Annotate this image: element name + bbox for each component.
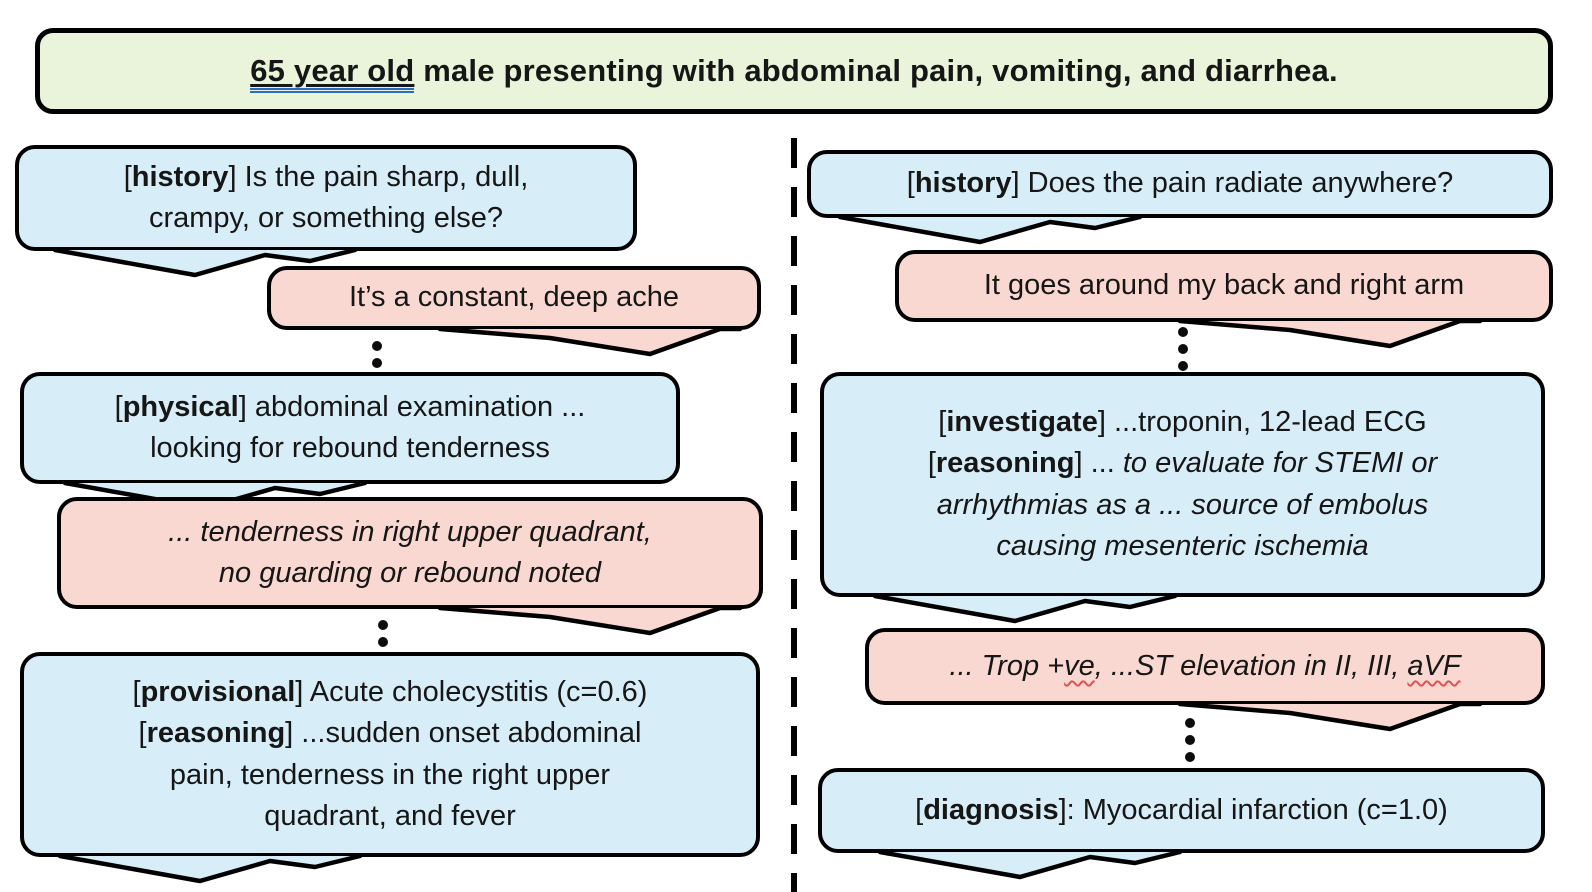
ellipsis-dot <box>1178 361 1188 371</box>
speech-tail <box>872 593 1178 624</box>
speech-tail <box>437 605 743 636</box>
bracket-open: [ <box>915 793 924 826</box>
bubble-text: ... <box>1090 447 1123 480</box>
speech-tail <box>1177 701 1483 732</box>
bubble-text: Is the pain sharp, dull, <box>244 160 529 193</box>
bracket-close: ] <box>238 390 255 423</box>
bubble-right-final-diagnosis: [diagnosis]: Myocardial infarction (c=1.… <box>818 768 1545 853</box>
continuation-ellipsis <box>1178 327 1188 371</box>
case-banner-text: 65 year old male presenting with abdomin… <box>250 53 1338 93</box>
bubble-text: abdominal examination ... <box>254 390 586 423</box>
action-tag-investigate: investigate <box>946 406 1098 439</box>
bracket-close: ] <box>228 160 245 193</box>
bracket-close-colon: ]: <box>1058 793 1083 826</box>
bubble-left-physical-exam: [physical] abdominal examination ... loo… <box>20 372 680 484</box>
bubble-line: [history] Is the pain sharp, dull, <box>124 157 529 198</box>
bracket-close: ] <box>295 676 310 709</box>
bubble-right-results: ... Trop +ve, ...ST elevation in II, III… <box>865 628 1545 705</box>
bracket-close: ] <box>1097 406 1114 439</box>
bracket-open: [ <box>927 447 936 480</box>
bubble-text-italic: arrhythmias as a ... source of embolus <box>936 488 1429 521</box>
action-tag-history: history <box>914 167 1012 200</box>
bracket-open: [ <box>938 406 947 439</box>
ellipsis-dot <box>378 637 388 647</box>
bubble-left-provisional-diagnosis: [provisional] Acute cholecystitis (c=0.6… <box>20 652 760 857</box>
ellipsis-dot <box>1185 718 1195 728</box>
case-description: male presenting with abdominal pain, vom… <box>414 53 1338 88</box>
action-tag-physical: physical <box>122 390 239 423</box>
bubble-text: It goes around my back and right arm <box>983 269 1465 302</box>
bubble-right-patient-answer: It goes around my back and right arm <box>895 250 1553 322</box>
speech-tail <box>57 853 363 884</box>
action-tag-diagnosis: diagnosis <box>923 793 1059 826</box>
ellipsis-dot <box>372 358 382 368</box>
bracket-open: [ <box>114 390 123 423</box>
continuation-ellipsis <box>378 620 388 647</box>
continuation-ellipsis <box>372 341 382 368</box>
case-age-highlight: 65 year old <box>250 53 415 93</box>
bubble-text: Acute cholecystitis (c=0.6) <box>309 676 648 709</box>
speech-tail <box>437 326 743 357</box>
bubble-text: pain, tenderness in the right upper <box>169 758 611 791</box>
action-tag-history: history <box>131 160 229 193</box>
bracket-close: ] <box>1011 167 1028 200</box>
speech-tail <box>837 214 1143 245</box>
bracket-open: [ <box>138 717 147 750</box>
ellipsis-dot <box>1178 344 1188 354</box>
bubble-text: ... tenderness in right upper quadrant, <box>168 515 652 548</box>
bracket-open: [ <box>132 676 141 709</box>
bubble-text-italic: ... Trop + <box>949 649 1065 682</box>
bubble-left-history-question: [history] Is the pain sharp, dull, cramp… <box>15 145 637 251</box>
bracket-close: ] <box>1074 447 1091 480</box>
bubble-text: Does the pain radiate anywhere? <box>1027 167 1454 200</box>
bubble-text: crampy, or something else? <box>148 202 504 234</box>
bubble-line: [reasoning] ...sudden onset abdominal <box>139 713 642 754</box>
bubble-text: Myocardial infarction (c=1.0) <box>1082 793 1448 826</box>
speech-tail <box>1177 318 1483 349</box>
bubble-right-history-question: [history] Does the pain radiate anywhere… <box>807 150 1553 218</box>
bubble-text-italic: to evaluate for STEMI or <box>1122 447 1438 480</box>
ellipsis-dot <box>378 620 388 630</box>
ellipsis-dot <box>1185 735 1195 745</box>
dashed-divider <box>791 138 797 892</box>
bubble-line: [diagnosis]: Myocardial infarction (c=1.… <box>915 790 1448 831</box>
bubble-line: ... Trop +ve, ...ST elevation in II, III… <box>949 646 1460 687</box>
bubble-text-italic: , ...ST elevation in II, III, <box>1094 649 1408 682</box>
ellipsis-dot <box>1178 327 1188 337</box>
bubble-text-italic: causing mesenteric ischemia <box>996 529 1369 562</box>
bracket-open: [ <box>906 167 915 200</box>
spellcheck-flagged-text: ve <box>1064 649 1095 682</box>
bracket-close: ] <box>285 717 302 750</box>
bubble-line: [reasoning] ... to evaluate for STEMI or <box>928 443 1437 484</box>
bubble-line: [investigate] ...troponin, 12-lead ECG <box>938 402 1426 443</box>
case-banner: 65 year old male presenting with abdomin… <box>35 28 1553 114</box>
bubble-text: no guarding or rebound noted <box>218 557 602 589</box>
bubble-text: ...troponin, 12-lead ECG <box>1113 406 1427 439</box>
action-tag-provisional: provisional <box>140 676 296 709</box>
bubble-left-exam-findings: ... tenderness in right upper quadrant, … <box>57 497 763 609</box>
bubble-text: ...sudden onset abdominal <box>301 717 642 750</box>
ellipsis-dot <box>1185 752 1195 762</box>
bubble-right-investigate: [investigate] ...troponin, 12-lead ECG [… <box>820 372 1545 597</box>
bracket-open: [ <box>123 160 132 193</box>
bubble-left-patient-answer-1: It’s a constant, deep ache <box>267 266 761 330</box>
bubble-line: [history] Does the pain radiate anywhere… <box>907 163 1454 204</box>
bubble-line: [provisional] Acute cholecystitis (c=0.6… <box>133 672 648 713</box>
bubble-text: looking for rebound tenderness <box>150 432 550 464</box>
action-tag-reasoning: reasoning <box>935 447 1075 480</box>
spellcheck-flagged-text: aVF <box>1407 649 1461 682</box>
bubble-text: It’s a constant, deep ache <box>349 281 679 314</box>
speech-tail <box>52 247 358 278</box>
action-tag-reasoning: reasoning <box>146 717 286 750</box>
speech-tail <box>877 849 1183 880</box>
continuation-ellipsis <box>1185 718 1195 762</box>
bubble-line: [physical] abdominal examination ... <box>115 387 586 428</box>
ellipsis-dot <box>372 341 382 351</box>
bubble-text: quadrant, and fever <box>264 799 516 832</box>
